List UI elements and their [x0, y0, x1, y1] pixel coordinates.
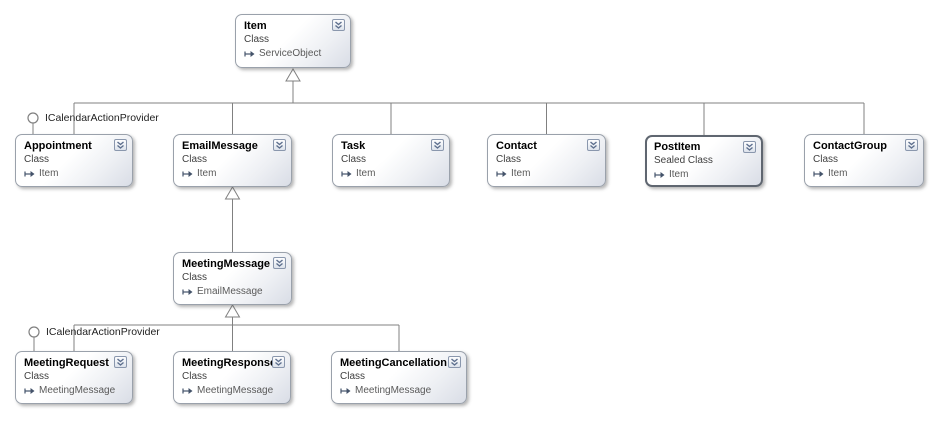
class-kind: Class: [341, 154, 367, 165]
collapse-chevron-icon[interactable]: [431, 139, 444, 151]
class-node-postitem[interactable]: PostItem Sealed Class Item: [645, 135, 763, 187]
class-title: EmailMessage: [182, 140, 258, 152]
class-node-meetingresponse[interactable]: MeetingResponse Class MeetingMessage: [173, 351, 291, 404]
class-node-meetingrequest[interactable]: MeetingRequest Class MeetingMessage: [15, 351, 133, 404]
inherits-arrow-icon: [654, 172, 665, 178]
inheritance-triangle-emailmessage: [224, 186, 241, 200]
collapse-chevron-icon[interactable]: [448, 356, 461, 368]
class-kind: Class: [182, 371, 208, 382]
collapse-chevron-icon[interactable]: [273, 139, 286, 151]
interface-lollipop-icon[interactable]: [28, 326, 40, 338]
class-base-type: Item: [511, 168, 531, 179]
inherits-arrow-icon: [340, 388, 351, 394]
class-title: MeetingResponse: [182, 357, 277, 369]
inherits-arrow-icon: [341, 171, 352, 177]
class-base-type: Item: [669, 169, 689, 180]
inherits-arrow-icon: [24, 388, 35, 394]
class-title: MeetingCancellation: [340, 357, 447, 369]
class-node-contactgroup[interactable]: ContactGroup Class Item: [804, 134, 924, 187]
class-node-item[interactable]: Item Class ServiceObject: [235, 14, 351, 68]
class-title: Task: [341, 140, 366, 152]
inherits-arrow-icon: [813, 171, 824, 177]
class-kind: Class: [24, 371, 50, 382]
class-node-task[interactable]: Task Class Item: [332, 134, 450, 187]
collapse-chevron-icon[interactable]: [587, 139, 600, 151]
class-node-meetingcancellation[interactable]: MeetingCancellation Class MeetingMessage: [331, 351, 467, 404]
class-kind: Class: [182, 272, 208, 283]
class-base-type: MeetingMessage: [197, 385, 274, 396]
class-title: PostItem: [654, 141, 701, 153]
interface-lollipops[interactable]: [27, 112, 40, 338]
inheritance-triangles: [224, 68, 301, 318]
inherits-arrow-icon: [24, 171, 35, 177]
class-node-emailmessage[interactable]: EmailMessage Class Item: [173, 134, 292, 187]
class-node-contact[interactable]: Contact Class Item: [487, 134, 606, 187]
interface-label-icalendaractionprovider: ICalendarActionProvider: [46, 326, 160, 338]
collapse-chevron-icon[interactable]: [114, 356, 127, 368]
class-base-type: MeetingMessage: [39, 385, 116, 396]
inheritance-lines: [32, 81, 865, 351]
class-base-type: EmailMessage: [197, 286, 263, 297]
class-title: Contact: [496, 140, 537, 152]
class-base-type: Item: [39, 168, 59, 179]
interface-lollipop-icon[interactable]: [27, 112, 39, 124]
inheritance-triangle-item: [285, 68, 301, 82]
class-title: MeetingRequest: [24, 357, 109, 369]
class-node-meetingmessage[interactable]: MeetingMessage Class EmailMessage: [173, 252, 292, 305]
class-kind: Class: [813, 154, 839, 165]
class-kind: Class: [24, 154, 50, 165]
class-title: Item: [244, 20, 267, 32]
class-kind: Class: [244, 34, 270, 45]
class-base-type: MeetingMessage: [355, 385, 432, 396]
collapse-chevron-icon[interactable]: [272, 356, 285, 368]
class-base-type: Item: [828, 168, 848, 179]
inherits-arrow-icon: [182, 289, 193, 295]
collapse-chevron-icon[interactable]: [332, 19, 345, 31]
inherits-arrow-icon: [244, 51, 255, 57]
collapse-chevron-icon[interactable]: [905, 139, 918, 151]
class-kind: Class: [182, 154, 208, 165]
class-kind: Sealed Class: [654, 155, 713, 166]
inherits-arrow-icon: [182, 388, 193, 394]
class-node-appointment[interactable]: Appointment Class Item: [15, 134, 133, 187]
class-base-type: Item: [356, 168, 376, 179]
inherits-arrow-icon: [182, 171, 193, 177]
inherits-arrow-icon: [496, 171, 507, 177]
class-title: MeetingMessage: [182, 258, 271, 270]
interface-label-icalendaractionprovider: ICalendarActionProvider: [45, 112, 159, 124]
collapse-chevron-icon[interactable]: [743, 141, 756, 153]
class-title: ContactGroup: [813, 140, 887, 152]
class-title: Appointment: [24, 140, 92, 152]
collapse-chevron-icon[interactable]: [273, 257, 286, 269]
class-base-type: Item: [197, 168, 217, 179]
inheritance-triangle-meetingmessage: [224, 304, 241, 318]
collapse-chevron-icon[interactable]: [114, 139, 127, 151]
class-kind: Class: [340, 371, 366, 382]
class-kind: Class: [496, 154, 522, 165]
class-base-type: ServiceObject: [259, 48, 322, 59]
